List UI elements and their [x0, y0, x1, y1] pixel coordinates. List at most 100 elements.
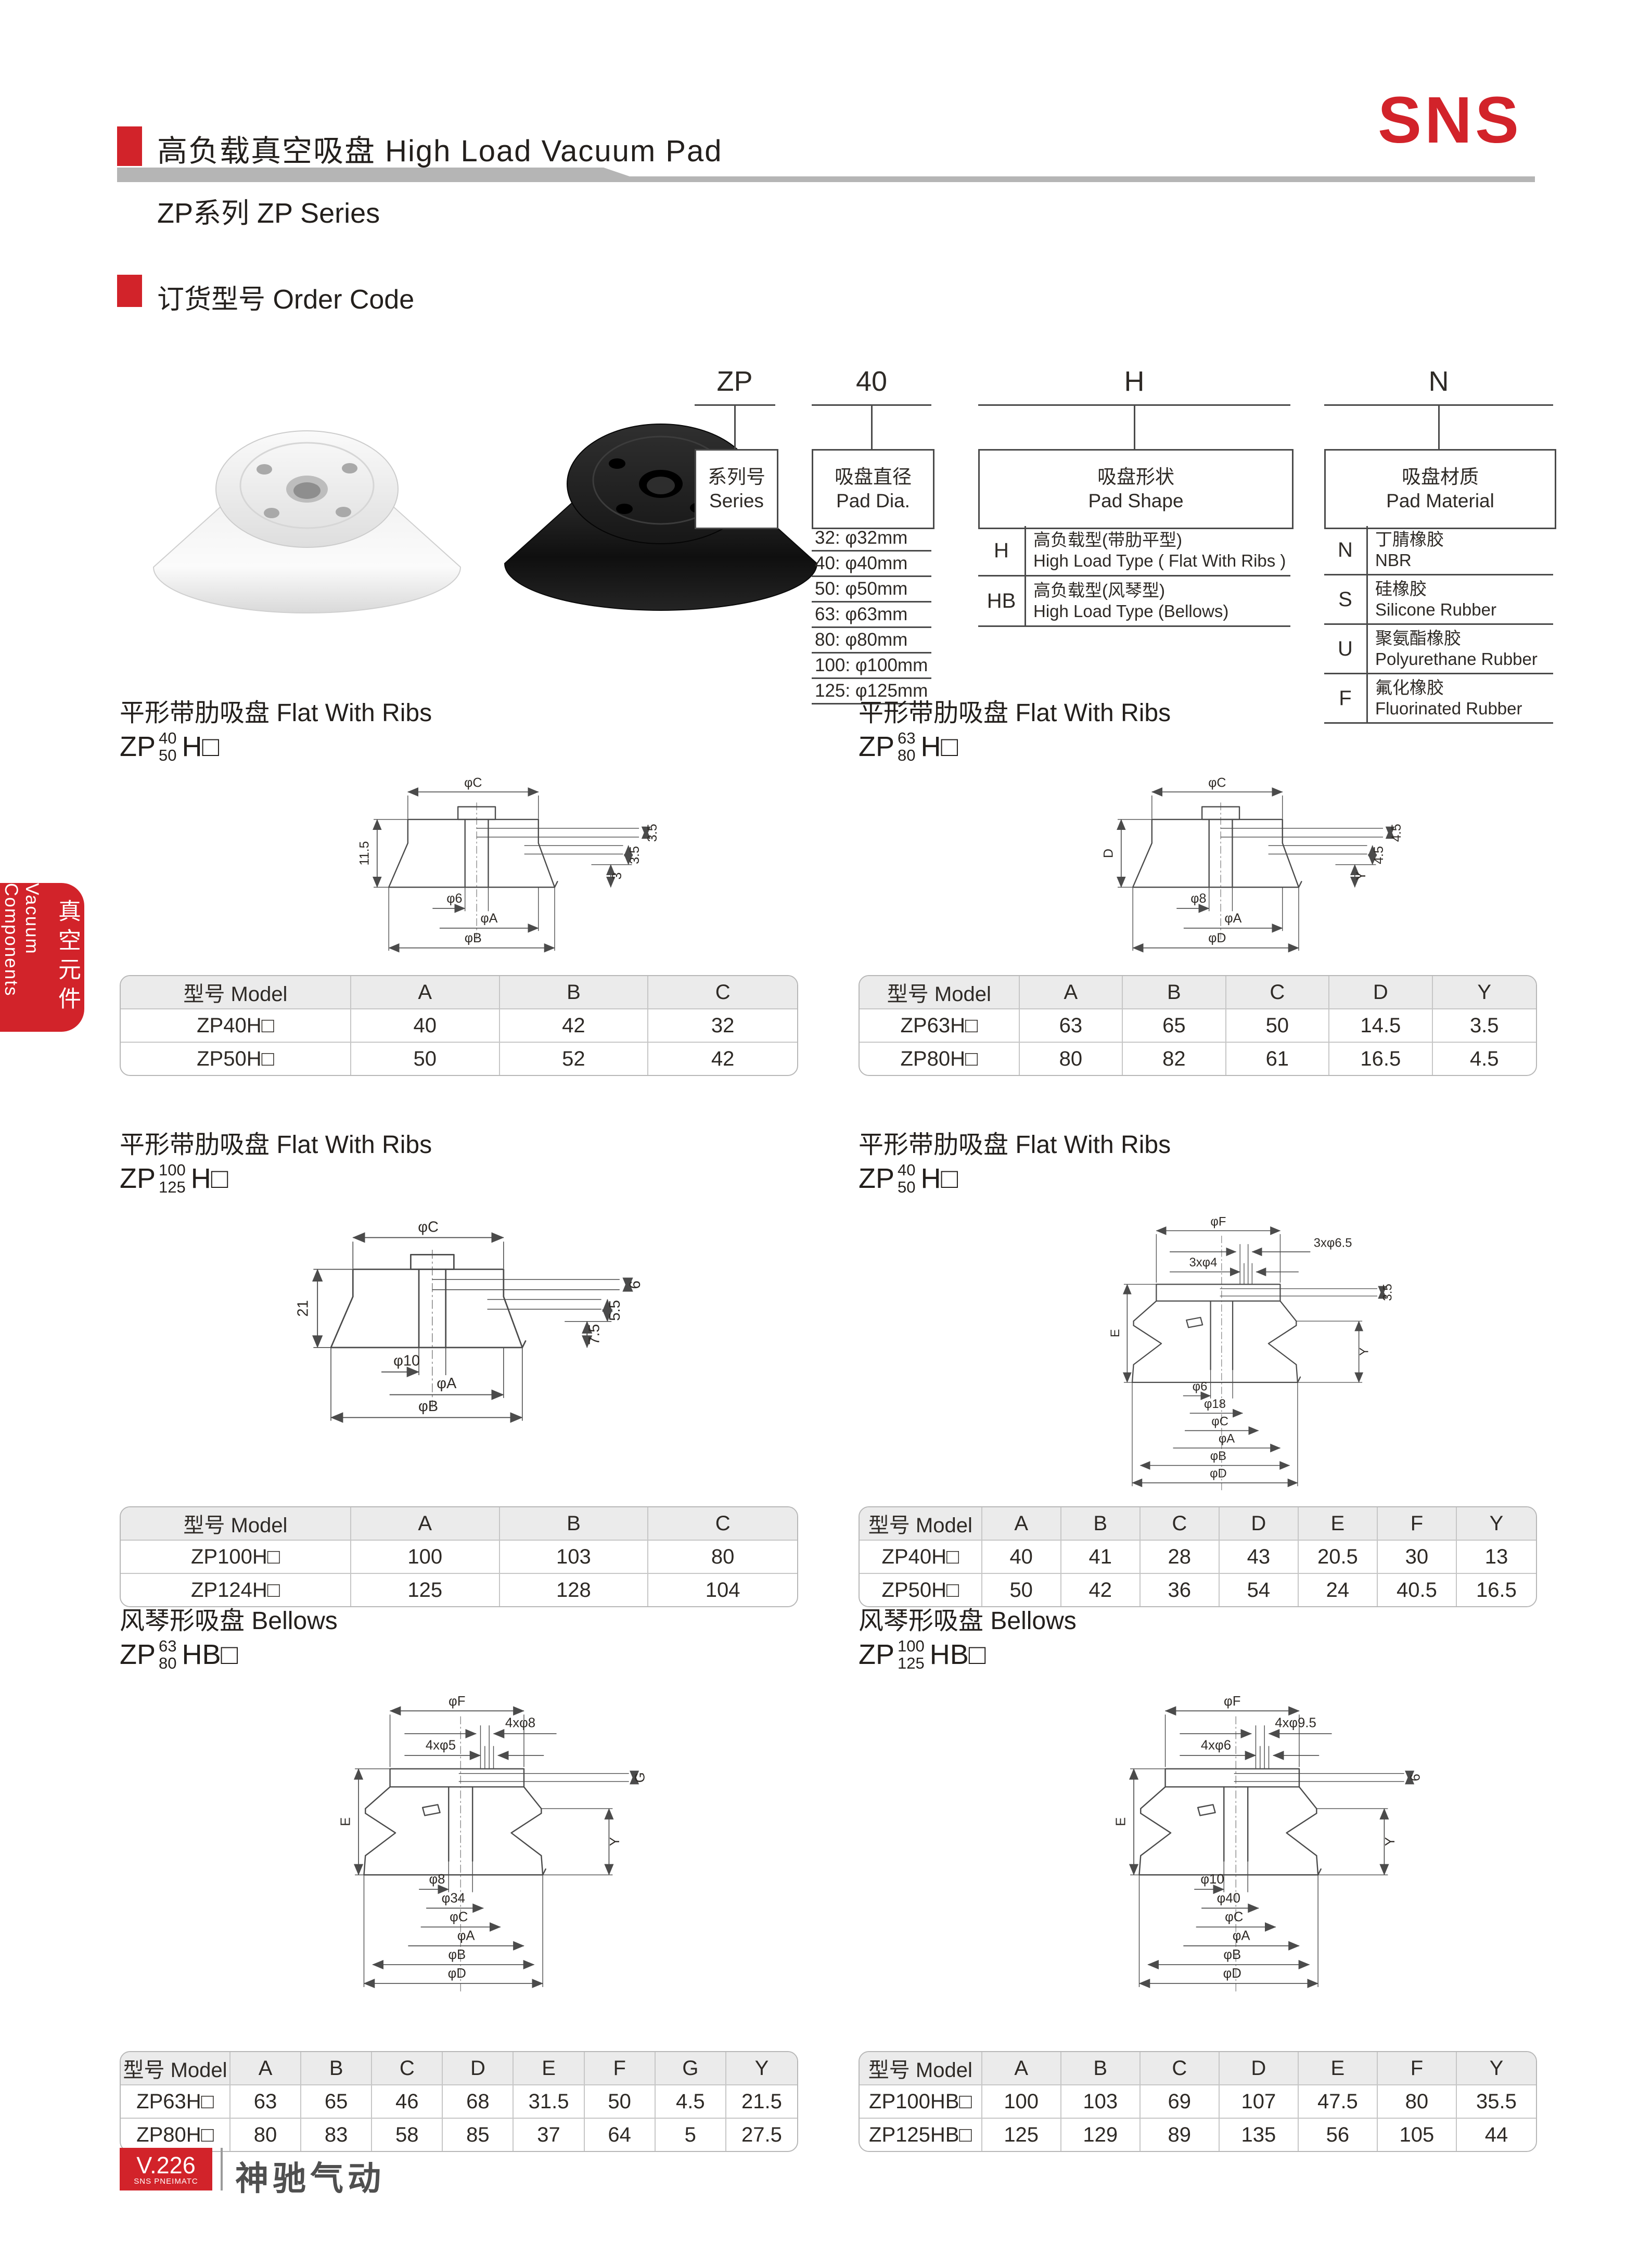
title-accent-square	[117, 126, 142, 166]
dim-label: 11.5	[357, 841, 372, 866]
spec-value: 16.5	[1329, 1043, 1433, 1075]
spec-value: 28	[1140, 1541, 1220, 1574]
code-series: ZP	[716, 366, 753, 397]
pad-dia-option: 125: φ125mm	[812, 679, 931, 704]
dim-label: φA	[1224, 911, 1241, 926]
model-name: ZP40H□	[121, 1009, 351, 1043]
spec-value: 100	[982, 2085, 1061, 2119]
spec-value: 30	[1377, 1541, 1457, 1574]
spec-value: 125	[351, 1574, 500, 1606]
spec-value: 135	[1220, 2119, 1299, 2151]
column-header: Y	[1432, 976, 1536, 1009]
column-header: A	[351, 1507, 500, 1541]
dim-label: 6	[1408, 1774, 1423, 1781]
dim-label: E	[338, 1817, 353, 1826]
dim-label: Y	[1354, 872, 1368, 880]
pad-shape-box: 吸盘形状 Pad Shape	[978, 449, 1294, 529]
dim-label: 4.5	[1372, 846, 1386, 864]
spec-value: 36	[1141, 1574, 1220, 1606]
pad-dia-box: 吸盘直径 Pad Dia.	[812, 449, 934, 529]
column-header: A	[982, 1507, 1061, 1541]
dim-label: φD	[1210, 1467, 1227, 1481]
dim-label: 5.5	[607, 1300, 623, 1321]
pad-shape-option-hb: HB 高负载型(风琴型) High Load Type (Bellows)	[978, 576, 1290, 627]
column-header: D	[1219, 2052, 1299, 2085]
dim-label: 4xφ9.5	[1275, 1716, 1316, 1731]
spec-value: 68	[443, 2085, 514, 2119]
spec-value: 69	[1140, 2085, 1220, 2119]
dim-label: φB	[1210, 1449, 1226, 1463]
page-title-en: High Load Vacuum Pad	[385, 134, 723, 168]
spec-value: 58	[372, 2119, 443, 2151]
technical-drawing-bellows-100-125: φF 4xφ9.5 4xφ6 6 E Y φ10 φ40 φC φA φB φD	[1113, 1694, 1423, 1992]
spec-value: 14.5	[1329, 1009, 1433, 1043]
column-header: G	[655, 2052, 726, 2085]
spec-value: 50	[351, 1043, 500, 1075]
series-title: ZP系列 ZP Series	[157, 198, 380, 229]
column-header: C	[648, 1507, 797, 1541]
sidebar-category-tab: Vacuum Components 真空元件	[0, 883, 84, 1032]
spec-value: 31.5	[514, 2085, 585, 2119]
dim-label: φB	[465, 931, 482, 945]
spec-value: 65	[301, 2085, 373, 2119]
spec-value: 103	[500, 1541, 649, 1574]
code-connector	[734, 404, 736, 449]
column-header: 型号 Model	[121, 976, 351, 1009]
pad-material-box: 吸盘材质 Pad Material	[1324, 449, 1556, 529]
dim-label: φ8	[1190, 891, 1206, 906]
dim-label: Y	[1383, 1837, 1398, 1846]
spec-value: 5	[656, 2119, 726, 2151]
spec-value: 85	[443, 2119, 514, 2151]
order-code-heading: 订货型号 Order Code	[157, 285, 415, 315]
spec-value: 42	[1061, 1574, 1141, 1606]
pad-dia-option: 32: φ32mm	[812, 526, 931, 552]
spec-value: 80	[230, 2119, 302, 2151]
section-title: 平形带肋吸盘 Flat With Ribs	[859, 1131, 1171, 1159]
dim-label: 7.5	[586, 1324, 603, 1345]
code-material: N	[1428, 366, 1449, 397]
spec-value: 61	[1226, 1043, 1330, 1075]
spec-value: 80	[648, 1541, 797, 1574]
dim-label: φB	[418, 1398, 438, 1415]
pad-dia-option: 63: φ63mm	[812, 603, 931, 628]
dim-label: φ34	[442, 1891, 465, 1905]
dim-label: φA	[457, 1929, 476, 1943]
spec-value: 63	[1019, 1009, 1123, 1043]
dim-label: 3.5	[645, 824, 660, 842]
spec-value: 56	[1299, 2119, 1378, 2151]
technical-drawing-bellows-63-80: φF 4xφ8 4xφ5 G E Y φ8 φ34 φC φA φB φD	[338, 1694, 648, 1992]
spec-value: 54	[1220, 1574, 1299, 1606]
page-title-zh: 高负载真空吸盘	[157, 134, 376, 168]
model-name: ZP100H□	[121, 1541, 351, 1574]
spec-value: 24	[1299, 1574, 1378, 1606]
section-title: 风琴形吸盘 Bellows	[859, 1607, 1077, 1635]
spec-value: 83	[301, 2119, 373, 2151]
spec-value: 50	[584, 2085, 656, 2119]
spec-value: 42	[500, 1009, 649, 1043]
column-header: C	[1226, 976, 1330, 1009]
dim-label: φC	[1225, 1910, 1243, 1924]
section-title: 平形带肋吸盘 Flat With Ribs	[120, 699, 432, 727]
column-header: E	[1298, 1507, 1378, 1541]
dim-label: E	[1108, 1329, 1122, 1337]
spec-value: 65	[1123, 1009, 1226, 1043]
column-header: 型号 Model	[860, 976, 1020, 1009]
dim-label: φF	[1210, 1215, 1226, 1229]
spec-value: 16.5	[1476, 1578, 1517, 1602]
spec-value: 100	[351, 1541, 500, 1574]
column-header: Y	[726, 2052, 797, 2085]
spec-value: 46	[372, 2085, 443, 2119]
spec-value: 128	[500, 1574, 649, 1606]
model-name: ZP50H□	[860, 1574, 982, 1606]
spec-value: 4.5	[1469, 1047, 1499, 1070]
column-header: C	[372, 2052, 443, 2085]
spec-value: 27.5	[741, 2123, 782, 2146]
dim-label: 4xφ5	[426, 1738, 456, 1753]
dim-label: 4xφ8	[505, 1716, 535, 1731]
column-header: F	[1377, 1507, 1457, 1541]
dim-label: φA	[1233, 1929, 1251, 1943]
